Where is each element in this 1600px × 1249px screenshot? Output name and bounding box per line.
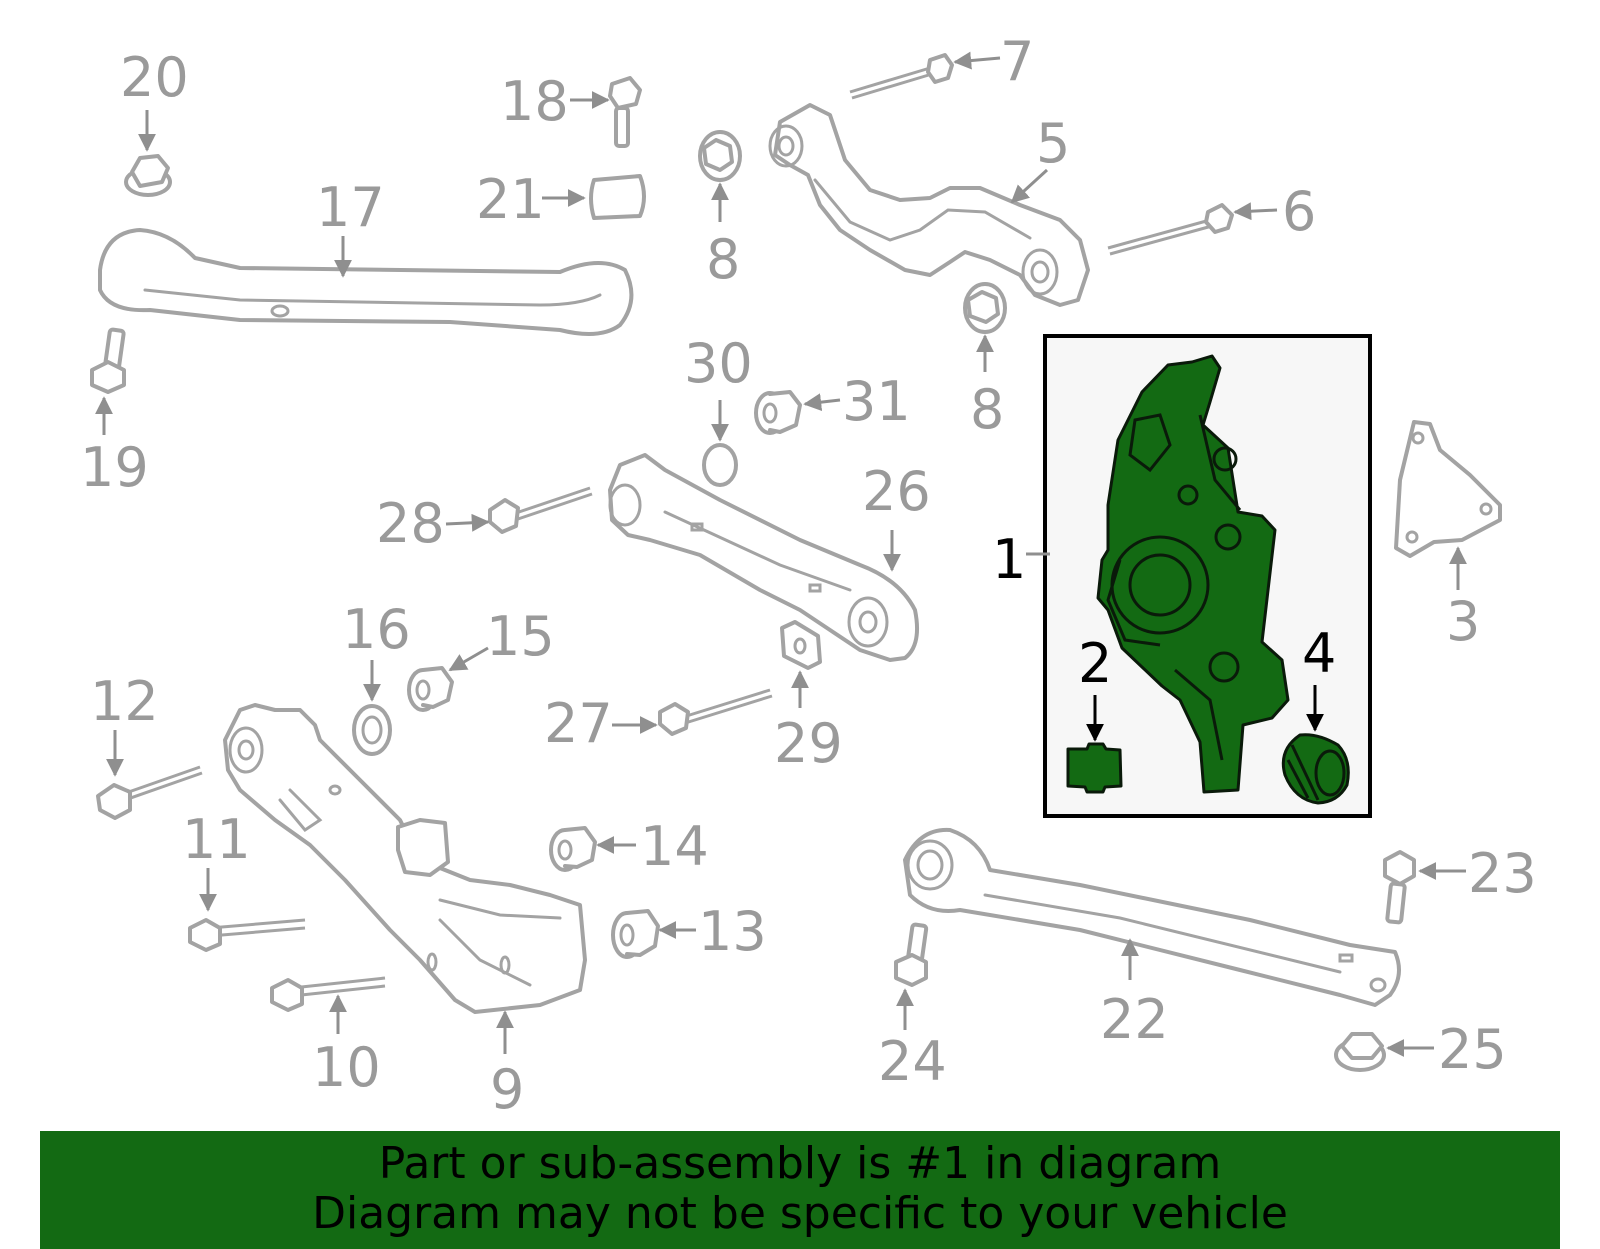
bushing-21[interactable] <box>589 174 646 220</box>
callout-17: 17 <box>316 176 385 239</box>
bolt-19[interactable] <box>90 327 126 394</box>
callout-20: 20 <box>120 46 189 109</box>
callout-11: 11 <box>182 808 251 871</box>
callout-15: 15 <box>486 605 555 668</box>
callout-16: 16 <box>342 598 411 661</box>
part-4-bushing[interactable] <box>1281 733 1350 805</box>
bolt-7[interactable] <box>849 53 954 100</box>
callout-7: 7 <box>1000 30 1034 93</box>
callout-28: 28 <box>376 492 445 555</box>
bolt-11[interactable] <box>188 918 306 952</box>
bolt-24[interactable] <box>894 922 929 987</box>
nut-15[interactable] <box>407 666 454 712</box>
callout-25: 25 <box>1438 1018 1507 1081</box>
part-3-shield[interactable] <box>1394 420 1502 558</box>
callout-13: 13 <box>698 900 767 963</box>
bolt-23[interactable] <box>1383 850 1416 925</box>
callout-9: 9 <box>490 1058 524 1121</box>
callout-8-upper: 8 <box>706 228 740 291</box>
nut-25[interactable] <box>1334 1032 1386 1072</box>
bolt-27[interactable] <box>658 688 773 736</box>
bolt-18[interactable] <box>608 76 642 148</box>
nut-14[interactable] <box>549 826 597 872</box>
callout-19: 19 <box>80 436 149 499</box>
callout-10: 10 <box>312 1036 381 1099</box>
callout-27: 27 <box>544 692 613 755</box>
banner-line-1: Part or sub-assembly is #1 in diagram <box>378 1138 1222 1189</box>
part-22-link[interactable] <box>903 827 1401 1007</box>
part-2-bushing[interactable] <box>1066 742 1123 794</box>
callout-3: 3 <box>1446 590 1480 653</box>
nut-13[interactable] <box>611 909 660 959</box>
callout-14: 14 <box>640 815 709 878</box>
callout-30: 30 <box>684 332 753 395</box>
part-1-knuckle[interactable] <box>1096 354 1290 794</box>
callout-6: 6 <box>1282 180 1316 243</box>
nut-20[interactable] <box>124 154 172 197</box>
part-17-arm[interactable] <box>98 228 634 336</box>
part-26-link[interactable] <box>608 453 919 662</box>
bolt-6[interactable] <box>1107 203 1234 256</box>
washer-29[interactable] <box>780 620 822 670</box>
callout-4: 4 <box>1302 622 1336 685</box>
nut-31[interactable] <box>754 390 802 435</box>
callout-1: 1 <box>992 528 1026 591</box>
banner-line-2: Diagram may not be specific to your vehi… <box>312 1188 1288 1239</box>
callout-29: 29 <box>774 712 843 775</box>
info-banner: Part or sub-assembly is #1 in diagram Di… <box>40 1131 1560 1249</box>
washer-30[interactable] <box>702 443 738 487</box>
bolt-10[interactable] <box>270 976 386 1012</box>
nut-8-upper[interactable] <box>698 130 742 182</box>
callout-5: 5 <box>1036 112 1070 175</box>
callout-24: 24 <box>878 1030 947 1093</box>
nut-8-lower[interactable] <box>963 282 1007 334</box>
callout-31: 31 <box>842 370 911 433</box>
bolt-12[interactable] <box>96 765 203 820</box>
washer-16[interactable] <box>352 704 392 756</box>
callout-2: 2 <box>1078 632 1112 695</box>
part-5-control-arm[interactable] <box>768 103 1090 307</box>
callout-23: 23 <box>1468 842 1537 905</box>
callout-12: 12 <box>90 670 159 733</box>
callout-21: 21 <box>476 168 545 231</box>
callout-8-lower: 8 <box>970 378 1004 441</box>
part-9-lower-arm[interactable] <box>223 703 587 1014</box>
callout-26: 26 <box>862 460 931 523</box>
callout-18: 18 <box>500 70 569 133</box>
bolt-28[interactable] <box>488 486 593 534</box>
callout-22: 22 <box>1100 988 1169 1051</box>
